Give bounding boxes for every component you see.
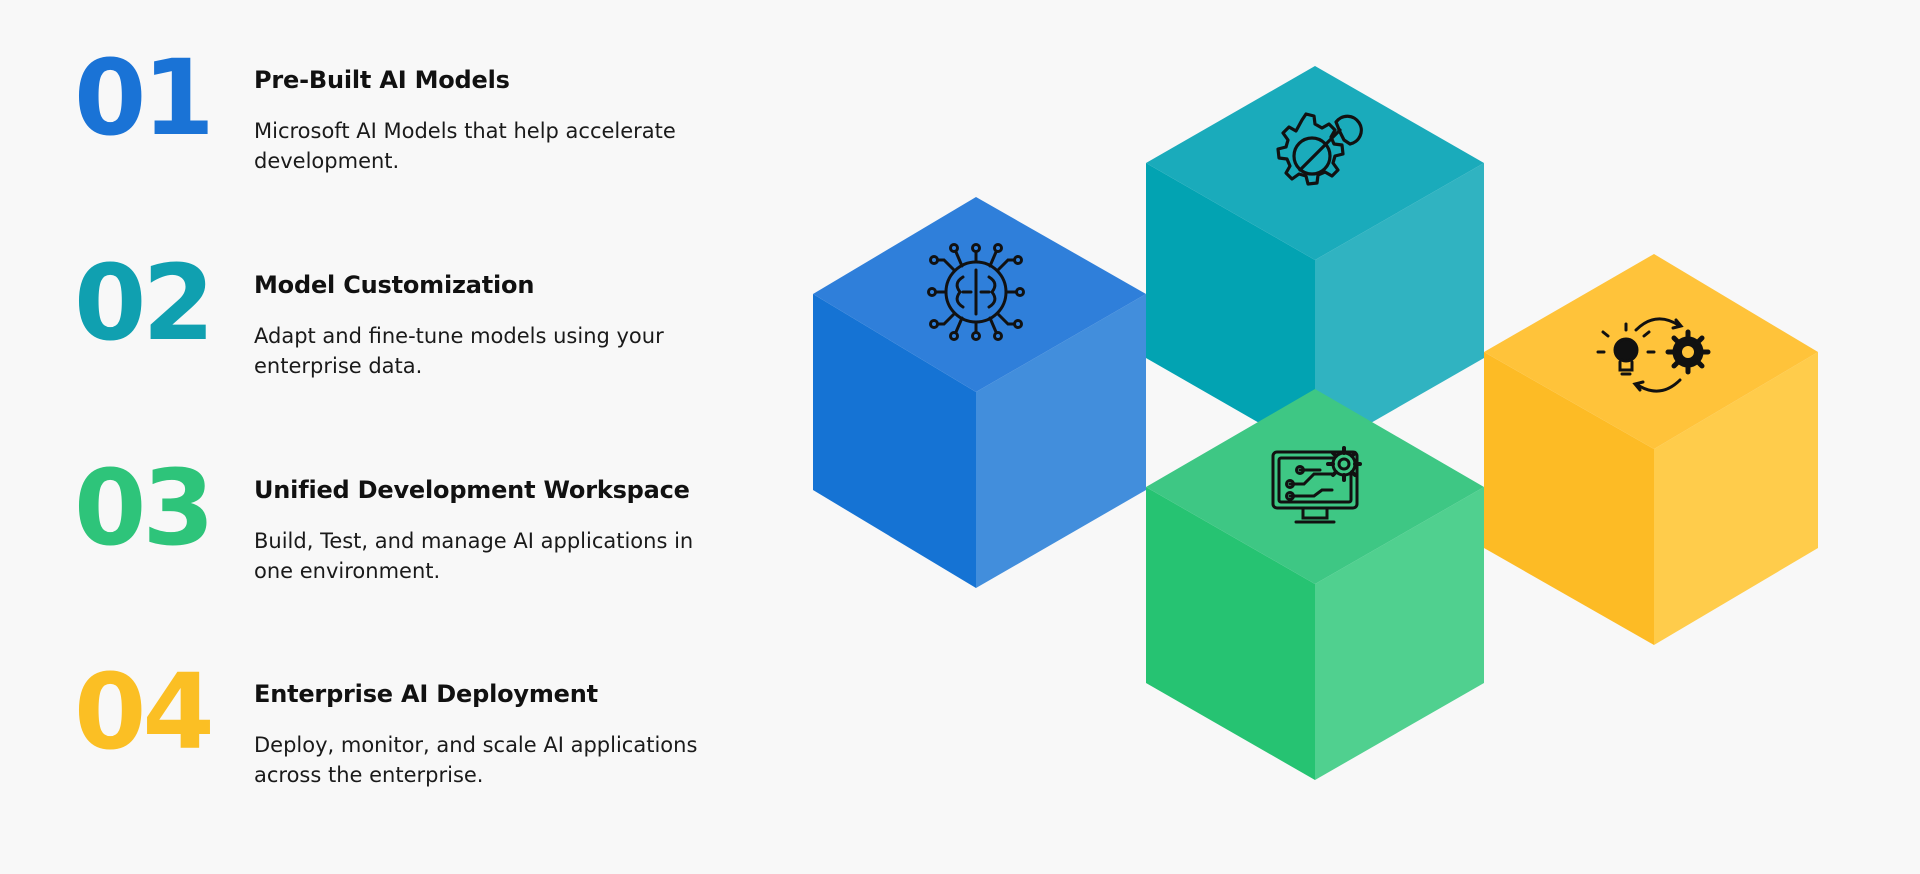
- cube-yellow-right-face: [1654, 352, 1818, 645]
- step-title: Pre-Built AI Models: [254, 66, 510, 94]
- step-description: Microsoft AI Models that help accelerate…: [254, 119, 676, 173]
- step-01: 01 Pre-Built AI Models Microsoft AI Mode…: [0, 0, 760, 200]
- cube-green-top-face: [1146, 389, 1484, 584]
- step-description: Build, Test, and manage AI applications …: [254, 529, 694, 583]
- cube-teal: [1146, 66, 1484, 455]
- monitor-circuit-gear-icon: [1271, 446, 1362, 524]
- cube-yellow: [1484, 254, 1818, 645]
- cube-teal-top-face: [1146, 66, 1484, 260]
- step-title: Model Customization: [254, 271, 535, 299]
- step-title: Enterprise AI Deployment: [254, 680, 598, 708]
- gear-wrench-icon: [1276, 112, 1363, 186]
- step-02: 02 Model Customization Adapt and fine-tu…: [0, 205, 760, 405]
- step-title: Unified Development Workspace: [254, 476, 690, 504]
- step-number: 04: [74, 651, 215, 773]
- cube-blue-top-face: [813, 197, 1146, 392]
- step-04: 04 Enterprise AI Deployment Deploy, moni…: [0, 614, 760, 814]
- cube-green: [1146, 389, 1484, 780]
- step-number: 02: [74, 242, 215, 364]
- step-description: Deploy, monitor, and scale AI applicatio…: [254, 733, 698, 787]
- cube-green-left-face: [1146, 487, 1315, 780]
- cube-blue: [813, 197, 1146, 588]
- idea-cycle-gear-icon: [1596, 317, 1711, 393]
- step-number: 01: [74, 37, 215, 159]
- step-03: 03 Unified Development Workspace Build, …: [0, 410, 760, 610]
- step-number: 03: [74, 447, 215, 569]
- brain-circuit-icon: [927, 243, 1025, 341]
- cube-teal-left-face: [1146, 163, 1315, 455]
- cube-green-right-face: [1315, 487, 1484, 780]
- step-description: Adapt and fine-tune models using your en…: [254, 324, 664, 378]
- cube-yellow-left-face: [1484, 352, 1654, 645]
- cube-teal-right-face: [1315, 163, 1484, 455]
